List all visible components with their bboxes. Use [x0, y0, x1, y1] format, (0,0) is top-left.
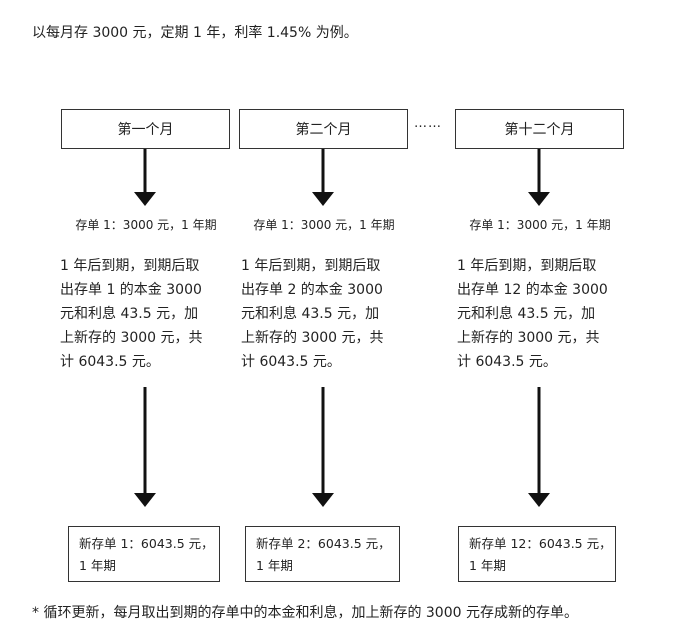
result-line: 1 年期	[469, 558, 506, 573]
ellipsis: ……	[414, 116, 442, 131]
result-line: 新存单 1：6043.5 元，	[79, 536, 214, 551]
arrowhead-month12-to-deposit	[528, 192, 550, 206]
description-line: 上新存的 3000 元，共	[457, 330, 600, 346]
footnote: * 循环更新，每月取出到期的存单中的本金和利息，加上新存的 3000 元存成新的…	[32, 605, 578, 621]
deposit-label-12: 存单 1：3000 元，1 年期	[469, 218, 611, 232]
description-line: 出存单 1 的本金 3000	[60, 282, 202, 298]
month-label-12: 第十二个月	[504, 122, 575, 138]
result-box-2: 新存单 2：6043.5 元， 1 年期	[245, 526, 400, 582]
result-box-1: 新存单 1：6043.5 元， 1 年期	[68, 526, 220, 582]
month-box-2: 第二个月	[239, 109, 408, 149]
description-line: 上新存的 3000 元，共	[60, 330, 203, 346]
description-line: 计 6043.5 元。	[241, 354, 341, 370]
result-line: 1 年期	[79, 558, 116, 573]
description-line: 元和利息 43.5 元，加	[457, 306, 596, 322]
month-label-1: 第一个月	[117, 122, 174, 138]
result-box-12: 新存单 12：6043.5 元， 1 年期	[458, 526, 616, 582]
description-line: 出存单 12 的本金 3000	[457, 282, 608, 298]
description-2: 1 年后到期，到期后取 出存单 2 的本金 3000 元和利息 43.5 元，加…	[241, 254, 415, 374]
result-line: 新存单 2：6043.5 元，	[256, 536, 391, 551]
description-1: 1 年后到期，到期后取 出存单 1 的本金 3000 元和利息 43.5 元，加…	[60, 254, 234, 374]
arrowhead-desc12-to-result	[528, 493, 550, 507]
arrowhead-desc1-to-result	[134, 493, 156, 507]
description-12: 1 年后到期，到期后取 出存单 12 的本金 3000 元和利息 43.5 元，…	[457, 254, 631, 374]
deposit-label-1: 存单 1：3000 元，1 年期	[75, 218, 217, 232]
description-line: 1 年后到期，到期后取	[60, 258, 200, 274]
arrowhead-month1-to-deposit	[134, 192, 156, 206]
description-line: 出存单 2 的本金 3000	[241, 282, 383, 298]
description-line: 计 6043.5 元。	[457, 354, 557, 370]
description-line: 上新存的 3000 元，共	[241, 330, 384, 346]
arrowhead-month2-to-deposit	[312, 192, 334, 206]
description-line: 1 年后到期，到期后取	[241, 258, 381, 274]
month-box-12: 第十二个月	[455, 109, 624, 149]
result-line: 1 年期	[256, 558, 293, 573]
description-line: 1 年后到期，到期后取	[457, 258, 597, 274]
description-line: 计 6043.5 元。	[60, 354, 160, 370]
month-label-2: 第二个月	[295, 122, 352, 138]
month-box-1: 第一个月	[61, 109, 230, 149]
deposit-label-2: 存单 1：3000 元，1 年期	[253, 218, 395, 232]
intro-text: 以每月存 3000 元，定期 1 年，利率 1.45% 为例。	[32, 25, 358, 41]
result-line: 新存单 12：6043.5 元，	[469, 536, 612, 551]
description-line: 元和利息 43.5 元，加	[241, 306, 380, 322]
arrowhead-desc2-to-result	[312, 493, 334, 507]
description-line: 元和利息 43.5 元，加	[60, 306, 199, 322]
